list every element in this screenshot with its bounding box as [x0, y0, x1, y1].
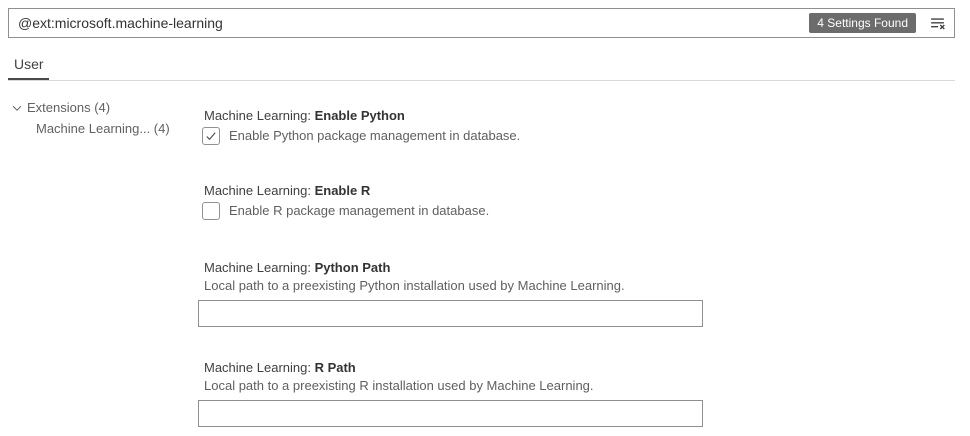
- setting-enable-python: Machine Learning: Enable Python Enable P…: [198, 107, 838, 145]
- setting-label: Python Path: [314, 260, 391, 275]
- setting-title: Machine Learning: Enable Python: [204, 107, 838, 125]
- tab-bar-divider: [8, 79, 955, 81]
- active-tab-indicator: [8, 78, 49, 81]
- setting-r-path: Machine Learning: R Path Local path to a…: [198, 359, 838, 427]
- setting-title: Machine Learning: R Path: [204, 359, 838, 377]
- setting-title: Machine Learning: Python Path: [204, 259, 838, 277]
- toc-item-extensions[interactable]: Extensions (4): [10, 99, 110, 117]
- search-input[interactable]: @ext:microsoft.machine-learning: [18, 15, 223, 31]
- setting-description: Enable Python package management in data…: [229, 128, 521, 143]
- setting-category: Machine Learning:: [204, 108, 315, 123]
- settings-search-box[interactable]: @ext:microsoft.machine-learning 4 Settin…: [8, 8, 955, 38]
- setting-label: Enable R: [314, 183, 371, 198]
- setting-python-path: Machine Learning: Python Path Local path…: [198, 259, 838, 327]
- clear-filter-icon: [930, 17, 945, 30]
- setting-enable-r: Machine Learning: Enable R Enable R pack…: [198, 182, 838, 220]
- setting-description: Local path to a preexisting R installati…: [204, 378, 594, 393]
- settings-count-badge: 4 Settings Found: [809, 13, 916, 33]
- r-path-input[interactable]: [198, 400, 703, 427]
- setting-control-row: Enable R package management in database.: [202, 202, 838, 220]
- chevron-down-icon[interactable]: [10, 101, 24, 115]
- setting-title: Machine Learning: Enable R: [204, 182, 838, 200]
- setting-description: Local path to a preexisting Python insta…: [204, 278, 625, 293]
- setting-label: R Path: [314, 360, 356, 375]
- setting-category: Machine Learning:: [204, 183, 315, 198]
- checkmark-icon: [206, 132, 216, 141]
- enable-python-checkbox[interactable]: [202, 127, 220, 145]
- toc-item-label: Machine Learning... (4): [36, 121, 170, 136]
- clear-filter-button[interactable]: [925, 12, 949, 34]
- setting-label: Enable Python: [314, 108, 405, 123]
- toc-item-machine-learning[interactable]: Machine Learning... (4): [36, 120, 170, 138]
- setting-category: Machine Learning:: [204, 260, 315, 275]
- setting-control-row: Enable Python package management in data…: [202, 127, 838, 145]
- python-path-input[interactable]: [198, 300, 703, 327]
- setting-description: Enable R package management in database.: [229, 203, 490, 218]
- setting-category: Machine Learning:: [204, 360, 315, 375]
- toc-item-label: Extensions (4): [27, 100, 111, 115]
- tab-user[interactable]: User: [14, 56, 44, 72]
- enable-r-checkbox[interactable]: [202, 202, 220, 220]
